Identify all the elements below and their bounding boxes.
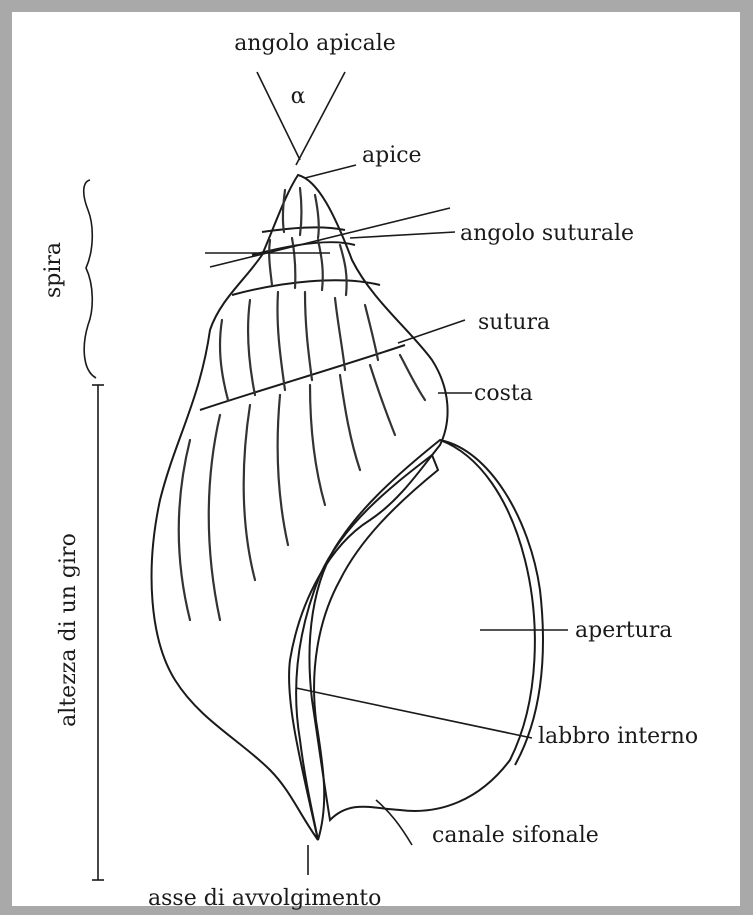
label-whorl-height: altezza di un giro — [56, 533, 81, 727]
label-coiling-axis: asse di avvolgimento — [148, 886, 381, 911]
leader-inner-lip — [296, 688, 532, 738]
leader-apex — [305, 165, 356, 178]
label-siphonal-canal: canale sifonale — [432, 823, 599, 848]
label-rib: costa — [474, 381, 533, 406]
label-inner-lip: labbro interno — [538, 724, 698, 749]
label-spire: spira — [41, 242, 66, 298]
sutural-angle-tangent — [210, 208, 450, 267]
apical-angle-symbol: α — [291, 84, 306, 109]
whorl-line-1 — [262, 227, 345, 232]
inner-lip-band — [296, 455, 438, 840]
spire-brace — [84, 180, 96, 378]
label-apical-angle: angolo apicale — [234, 31, 396, 56]
label-sutural-angle: angolo suturale — [460, 221, 634, 246]
label-aperture: apertura — [575, 618, 672, 643]
leader-sutural-angle — [350, 232, 455, 238]
label-apex: apice — [362, 143, 422, 168]
leader-siphonal-canal — [376, 800, 412, 845]
label-suture: sutura — [478, 310, 550, 335]
outer-lip — [440, 440, 543, 765]
